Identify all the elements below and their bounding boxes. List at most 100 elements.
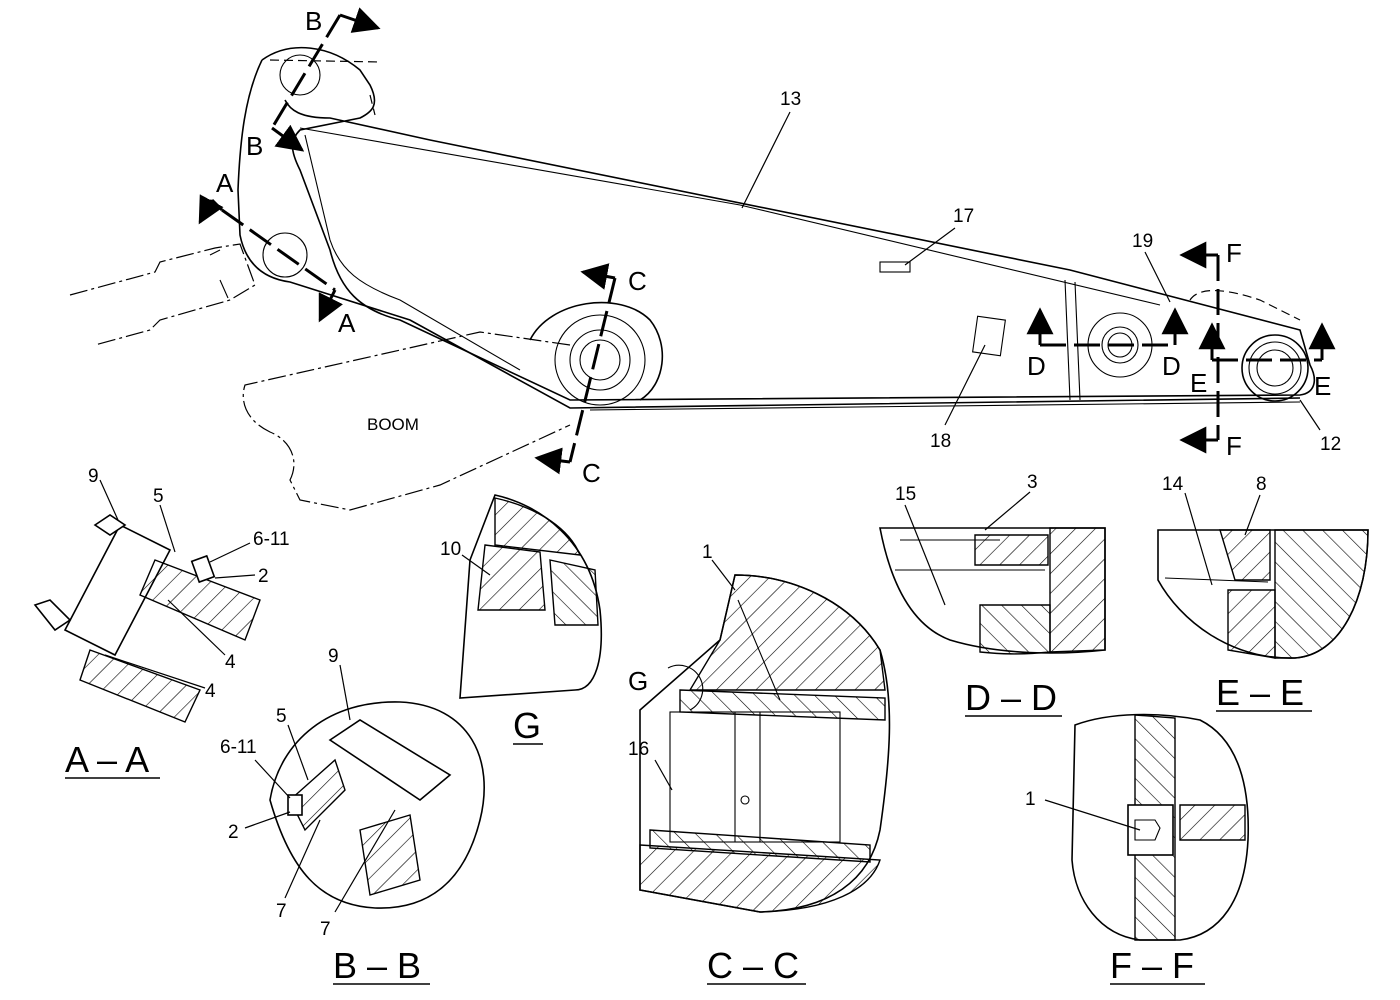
dd-seal — [974, 534, 1049, 566]
bucket-pin-inner — [1256, 349, 1294, 387]
bb-bolt — [287, 794, 303, 816]
aa-callout-4a: 4 — [225, 652, 236, 673]
bb-callout-7b: 7 — [320, 919, 331, 940]
aa-callout-4b: 4 — [205, 681, 216, 702]
name-plate-18 — [972, 315, 1006, 357]
cc-title: C – C — [707, 945, 799, 986]
bb-breakout — [269, 701, 485, 909]
section-cut-b: B B — [246, 6, 381, 161]
link-pin-inner — [1101, 326, 1139, 364]
cc-callout-1: 1 — [702, 542, 713, 563]
ff-plate-right — [1179, 804, 1246, 841]
bb-callout-7a: 7 — [276, 901, 287, 922]
view-a-a: 9 5 6-11 2 4 4 A – A — [33, 466, 290, 780]
stick-web-line — [304, 134, 521, 371]
section-marker-b-top: B — [305, 6, 322, 36]
cc-detail-g-label: G — [628, 666, 648, 696]
view-b-b: 9 5 6-11 2 7 7 B – B — [220, 646, 485, 986]
bb-callout-2: 2 — [228, 822, 239, 843]
cc-grease-passage — [737, 599, 781, 701]
section-cut-f: F F — [1179, 238, 1242, 461]
section-marker-b-bottom: B — [246, 131, 263, 161]
section-cut-d: D D — [1026, 307, 1189, 381]
section-marker-a-bottom: A — [338, 308, 356, 338]
stick-top-flange — [299, 127, 1161, 306]
section-marker-f-top: F — [1226, 238, 1242, 268]
aa-pin-end-bottom — [33, 599, 72, 632]
boom-pin-bore — [579, 339, 621, 381]
stick-outer-contour — [237, 59, 1301, 409]
cylinder-rod-end — [209, 249, 229, 299]
view-d-d: 15 3 D – D — [879, 472, 1106, 718]
section-marker-c-top: C — [628, 266, 647, 296]
stick-plate-edge — [1064, 279, 1071, 401]
bb-callout-9: 9 — [328, 646, 339, 667]
bb-pin-body — [328, 719, 452, 801]
section-marker-f-bottom: F — [1226, 431, 1242, 461]
ee-title: E – E — [1216, 672, 1304, 713]
aa-title: A – A — [65, 739, 149, 780]
ee-callout-8: 8 — [1256, 474, 1267, 495]
bb-boss-upper — [289, 758, 346, 832]
boom-pin-boss-outline — [529, 301, 664, 401]
aa-boss-lower — [79, 649, 201, 723]
boom-pin-ring-outer — [554, 314, 646, 406]
stick-outline — [261, 46, 1316, 401]
bucket-pin-mid — [1248, 341, 1302, 395]
grease-plate-17 — [879, 261, 911, 273]
bb-callout-5: 5 — [276, 706, 287, 727]
aa-callout-9: 9 — [88, 466, 99, 487]
g-right-block — [549, 559, 599, 626]
boom-label: BOOM — [367, 415, 419, 434]
top-pin-hidden — [269, 59, 381, 116]
aa-callout-6-11: 6-11 — [253, 529, 290, 550]
dd-pin-block — [979, 604, 1051, 655]
cylinder-pin-boss — [262, 232, 308, 278]
ee-right-block — [1274, 529, 1369, 659]
g-title: G — [513, 705, 541, 746]
ff-fitting-nipple — [1134, 819, 1161, 841]
ff-callout-1: 1 — [1025, 789, 1036, 810]
aa-pin-body — [63, 523, 172, 657]
dd-title: D – D — [965, 677, 1057, 718]
stick-cylinder-phantom — [69, 243, 256, 346]
callout-19: 19 — [1132, 231, 1153, 252]
callout-12: 12 — [1320, 434, 1341, 455]
section-marker-c-bottom: C — [582, 458, 601, 488]
cc-lower-body — [639, 844, 881, 913]
section-cut-a: A A — [198, 168, 356, 338]
callout-17: 17 — [953, 206, 974, 227]
section-marker-d-right: D — [1162, 351, 1181, 381]
dd-right-block — [1049, 527, 1106, 653]
aa-bolt — [190, 554, 216, 584]
ee-bushing — [1227, 589, 1276, 659]
section-marker-e-right: E — [1314, 371, 1331, 401]
bb-callout-6-11: 6-11 — [220, 737, 257, 758]
section-cut-e: E E — [1190, 322, 1336, 401]
section-marker-a-top: A — [216, 168, 234, 198]
ee-seal — [1219, 529, 1271, 581]
cc-pin-16 — [669, 711, 841, 843]
callout-13: 13 — [780, 89, 801, 110]
bb-title: B – B — [333, 945, 421, 986]
cc-detail-g-circle — [667, 664, 704, 711]
view-c-c: 1 16 G C – C — [628, 542, 891, 986]
section-marker-e-left: E — [1190, 368, 1207, 398]
dd-callout-3: 3 — [1027, 472, 1038, 493]
view-f-f: 1 F – F — [1025, 713, 1250, 986]
stick-plate-edge — [1074, 281, 1081, 401]
boom-pin-ring-inner — [569, 329, 631, 391]
aa-boss-upper — [139, 559, 261, 641]
g-callout-10: 10 — [440, 539, 461, 560]
boom-phantom-outline — [242, 331, 571, 511]
view-g: 10 G — [440, 494, 603, 746]
bb-boss-lower — [359, 814, 421, 896]
cc-callout-16: 16 — [628, 739, 649, 760]
aa-callout-5: 5 — [153, 486, 164, 507]
dd-callout-15: 15 — [895, 484, 916, 505]
section-cut-c: C C — [534, 263, 647, 488]
cc-grease-hole — [740, 795, 750, 805]
top-pin-boss — [279, 54, 321, 96]
main-stick-view: BOOM A A B B C C D D — [69, 6, 1341, 511]
